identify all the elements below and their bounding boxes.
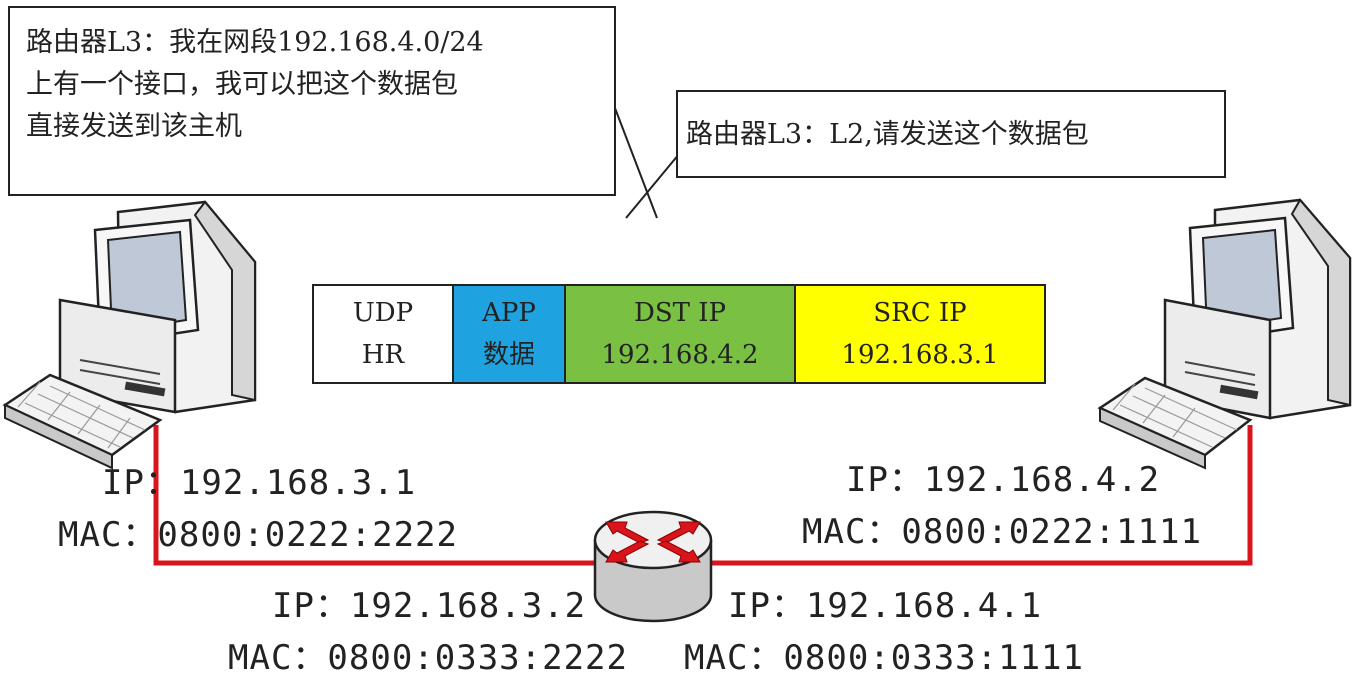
left-host-ip: IP：192.168.3.1 [102,463,417,503]
left-link [153,425,595,566]
router-icon [593,510,713,623]
right-host-ip: IP：192.168.4.2 [846,460,1161,500]
hr-label: HR [361,340,405,370]
packet-app-data: APP 数据 [454,286,566,382]
right-callout-pointer [625,147,685,219]
router-right-ip: IP：192.168.4.1 [728,586,1043,626]
packet-dst-ip: DST IP 192.168.4.2 [566,286,796,382]
app-data-label: 数据 [482,340,535,370]
right-link [712,425,1253,566]
router-left-ip: IP：192.168.3.2 [272,586,587,626]
right-computer-icon [1097,198,1352,470]
packet: UDP HR APP 数据 DST IP 192.168.4.2 SRC IP … [312,284,1046,384]
left-host-mac: MAC：0800:0222:2222 [58,515,458,555]
left-computer-icon [2,200,257,470]
udp-label: UDP [352,298,414,328]
left-callout-text: 路由器L3：我在网段192.168.4.0/24 上有一个接口，我可以把这个数据… [26,27,484,142]
left-callout-pointer [609,94,658,219]
right-callout-text: 路由器L3：L2,请发送这个数据包 [686,119,1089,150]
src-ip-value: 192.168.3.1 [841,340,999,370]
router-right-mac: MAC：0800:0333:1111 [684,638,1084,678]
dst-ip-value: 192.168.4.2 [601,340,759,370]
src-ip-label: SRC IP [873,298,967,328]
right-callout-box: 路由器L3：L2,请发送这个数据包 [676,90,1226,178]
left-callout-box: 路由器L3：我在网段192.168.4.0/24 上有一个接口，我可以把这个数据… [8,6,616,196]
right-host-mac: MAC：0800:0222:1111 [802,512,1202,552]
packet-src-ip: SRC IP 192.168.3.1 [796,286,1044,382]
dst-ip-label: DST IP [633,298,727,328]
packet-udp-header: UDP HR [314,286,454,382]
router-left-mac: MAC：0800:0333:2222 [228,638,628,678]
app-label: APP [482,298,536,328]
